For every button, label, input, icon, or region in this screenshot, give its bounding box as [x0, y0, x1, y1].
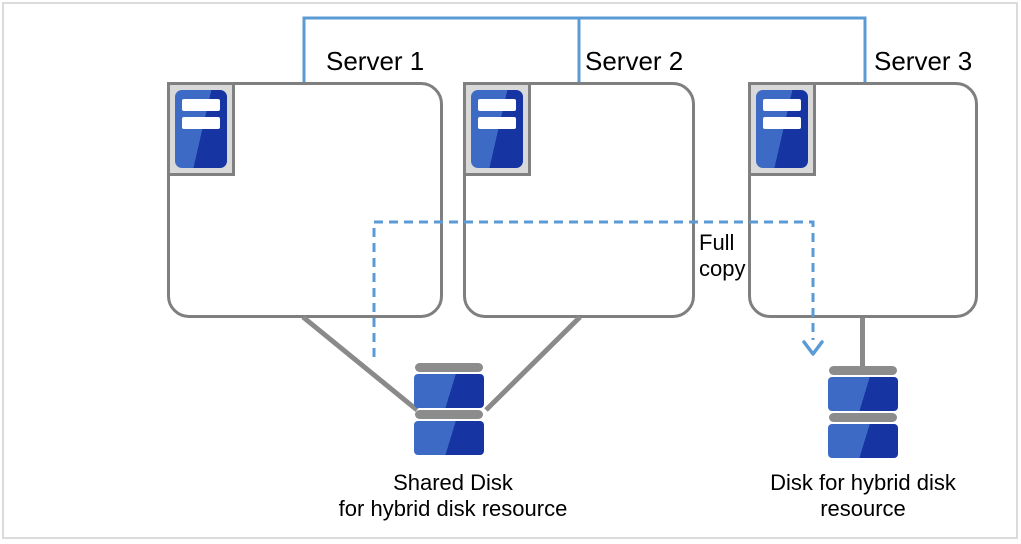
- server-2-label: Server 2: [585, 46, 684, 76]
- server-3-label: Server 3: [874, 46, 973, 76]
- full-copy-arrow-icon: [802, 340, 824, 356]
- drive-slot-icon: [478, 99, 516, 111]
- drive-slot-icon: [182, 99, 220, 111]
- server-tower-icon: [175, 90, 227, 168]
- server-2-icon: [463, 82, 531, 176]
- server-tower-icon: [471, 90, 523, 168]
- shared-disk-icon: [414, 363, 484, 457]
- drive-slot-icon: [763, 117, 801, 129]
- disk-platter-icon: [414, 374, 484, 408]
- hybrid-disk-icon: [828, 366, 898, 460]
- disk-cap-icon: [415, 363, 483, 372]
- disk-cap-icon: [415, 410, 483, 419]
- disk-cap-icon: [829, 413, 897, 422]
- disk-platter-icon: [414, 421, 484, 455]
- full-copy-label: Full copy: [699, 230, 746, 281]
- shared-disk-label: Shared Disk for hybrid disk resource: [338, 470, 568, 521]
- hybrid-disk-label: Disk for hybrid disk resource: [770, 470, 956, 521]
- disk-cap-icon: [829, 366, 897, 375]
- server-1-label: Server 1: [326, 46, 425, 76]
- server-1-icon: [167, 82, 235, 176]
- server-tower-icon: [756, 90, 808, 168]
- server-3-icon: [748, 82, 816, 176]
- disk-platter-icon: [828, 377, 898, 411]
- disk-platter-icon: [828, 424, 898, 458]
- drive-slot-icon: [478, 117, 516, 129]
- drive-slot-icon: [763, 99, 801, 111]
- drive-slot-icon: [182, 117, 220, 129]
